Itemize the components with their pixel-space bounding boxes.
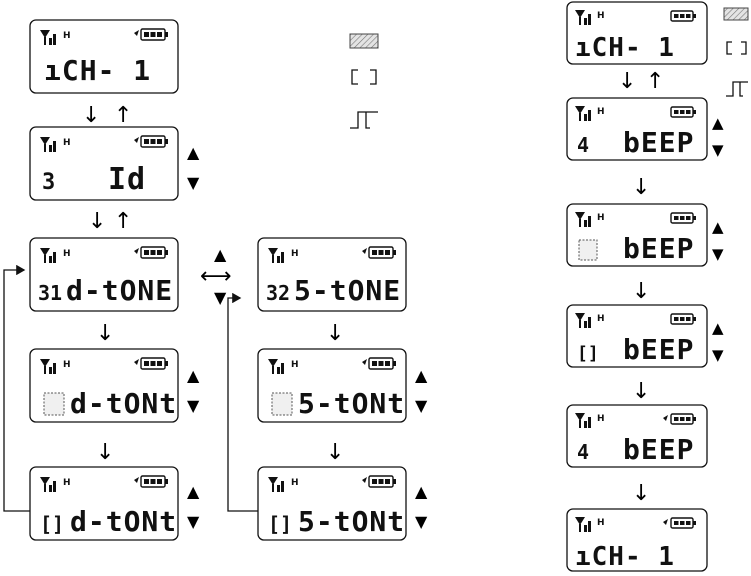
h-mark: H	[597, 107, 605, 117]
display-text: ıCH- 1	[575, 33, 675, 63]
flow-down-arrow: ↓	[632, 379, 650, 404]
flow-up-arrow: ↑	[646, 69, 664, 94]
display-text: ıCH- 1	[44, 54, 151, 87]
display-text: d-tONt	[70, 387, 177, 420]
lcd-5-tont-square: H 5-tONt	[258, 349, 406, 422]
legend	[350, 34, 378, 128]
display-prefix: 4	[577, 440, 589, 464]
down-button-icon[interactable]: ▼	[712, 245, 724, 263]
flow-down-arrow: ↓	[632, 175, 650, 200]
display-prefix: []	[577, 343, 599, 364]
display-text: bEEP	[623, 126, 694, 159]
display-text: bEEP	[623, 433, 694, 466]
lcd-id-tont-bracket: H [] d-tONt	[30, 467, 178, 540]
flow-up-arrow: ↑	[114, 103, 132, 128]
bracket-pair-icon	[727, 42, 746, 54]
up-button-icon[interactable]: ▲	[415, 366, 428, 385]
display-text: 5-tONt	[298, 505, 405, 538]
down-button-icon[interactable]: ▼	[187, 396, 200, 415]
loop-back-connector	[4, 270, 30, 511]
lcd-ch1: H ıCH- 1	[30, 20, 178, 93]
flow-down-arrow: ↓	[618, 69, 636, 94]
h-mark: H	[597, 518, 605, 528]
up-button-icon[interactable]: ▲	[712, 319, 724, 337]
flow-down-arrow: ↓	[82, 103, 100, 128]
display-prefix: 3	[42, 170, 55, 195]
up-button-icon[interactable]: ▲	[712, 218, 724, 236]
h-mark: H	[63, 249, 71, 259]
display-prefix: 4	[577, 133, 589, 157]
h-mark: H	[63, 360, 71, 370]
lcd-id-tont-square: H d-tONt	[30, 349, 178, 422]
lcd-beep-4-repeat: H 4 bEEP	[567, 405, 707, 467]
bracket-pair-icon	[352, 70, 376, 84]
down-button-icon[interactable]: ▼	[712, 141, 724, 159]
up-button-icon[interactable]: ▲	[415, 482, 428, 501]
h-mark: H	[291, 360, 299, 370]
h-mark: H	[63, 138, 71, 148]
display-text: bEEP	[623, 232, 694, 265]
h-mark: H	[291, 478, 299, 488]
dotted-square-icon	[44, 393, 64, 415]
dotted-square-icon	[272, 393, 292, 415]
h-mark: H	[63, 478, 71, 488]
display-text: d-tONE	[66, 274, 173, 307]
step-wave-icon	[350, 112, 378, 128]
flow-down-arrow: ↓	[88, 209, 106, 234]
up-button-icon[interactable]: ▲	[187, 366, 200, 385]
lcd-beep-square: H bEEP	[567, 204, 707, 266]
lcd-id-tone: H 31 d-tONE	[30, 238, 178, 311]
display-text: 5-tONt	[298, 387, 405, 420]
display-text: ıCH- 1	[575, 542, 675, 572]
h-mark: H	[597, 314, 605, 324]
loop-back-connector	[228, 298, 258, 511]
up-button-icon[interactable]: ▲	[712, 114, 724, 132]
dotted-square-icon	[579, 240, 597, 260]
h-mark: H	[291, 249, 299, 259]
lcd-5-tont-bracket: H [] 5-tONt	[258, 467, 406, 540]
display-prefix: []	[268, 512, 292, 536]
lcd-ch1-right: H ıCH- 1	[567, 2, 707, 64]
up-button-icon[interactable]: ▲	[214, 245, 227, 264]
hatched-rect-icon	[350, 34, 378, 48]
down-button-icon[interactable]: ▼	[187, 173, 200, 192]
flow-down-arrow: ↓	[326, 321, 344, 346]
display-prefix: 32	[266, 281, 290, 305]
up-button-icon[interactable]: ▲	[187, 143, 200, 162]
h-mark: H	[597, 414, 605, 424]
hatched-rect-icon	[724, 8, 748, 20]
display-text: Id	[108, 162, 146, 197]
flow-down-arrow: ↓	[326, 440, 344, 465]
flow-down-arrow: ↓	[96, 321, 114, 346]
down-button-icon[interactable]: ▼	[214, 288, 227, 307]
lcd-beep-4: H 4 bEEP	[567, 98, 707, 160]
h-mark: H	[597, 11, 605, 21]
down-button-icon[interactable]: ▼	[415, 512, 428, 531]
down-button-icon[interactable]: ▼	[415, 396, 428, 415]
display-prefix: []	[40, 512, 64, 536]
up-button-icon[interactable]: ▲	[187, 482, 200, 501]
display-text: bEEP	[623, 333, 694, 366]
swap-arrow: ⟷	[200, 264, 232, 289]
h-mark: H	[63, 31, 71, 41]
lcd-ch1-end: H ıCH- 1	[567, 509, 707, 572]
display-text: 5-tONE	[294, 274, 401, 307]
lcd-beep-bracket: H [] bEEP	[567, 305, 707, 367]
down-button-icon[interactable]: ▼	[712, 346, 724, 364]
flow-down-arrow: ↓	[632, 481, 650, 506]
flow-up-arrow: ↑	[114, 209, 132, 234]
h-mark: H	[597, 213, 605, 223]
lcd-5-tone: H 32 5-tONE	[258, 238, 406, 311]
display-prefix: 31	[38, 281, 62, 305]
display-text: d-tONt	[70, 505, 177, 538]
down-button-icon[interactable]: ▼	[187, 512, 200, 531]
flow-down-arrow: ↓	[632, 279, 650, 304]
step-wave-icon	[726, 82, 748, 96]
flow-down-arrow: ↓	[96, 440, 114, 465]
lcd-id: H 3 Id	[30, 127, 178, 200]
